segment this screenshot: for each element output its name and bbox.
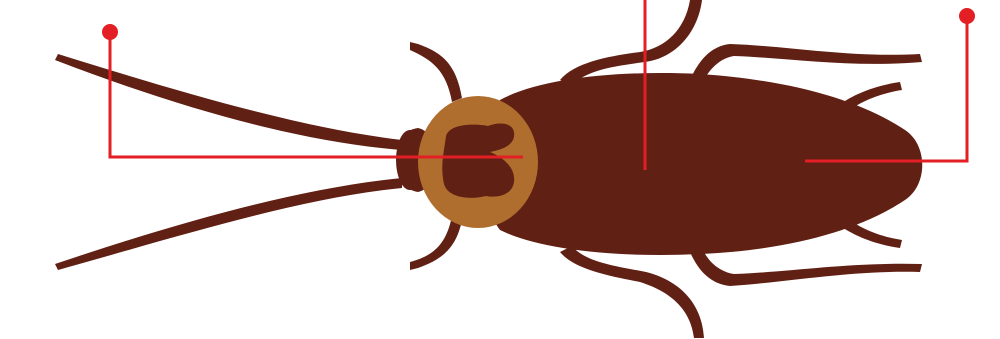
hind-leg-lower — [690, 248, 922, 286]
front-leg-lower — [410, 216, 462, 270]
front-leg-upper — [410, 42, 462, 102]
middle-leg-lower — [560, 246, 704, 338]
pronotum-marking — [442, 124, 514, 198]
left-upper-antenna — [55, 54, 402, 150]
middle-leg-upper — [560, 0, 702, 86]
callout-dot-head — [102, 24, 118, 40]
antennae — [55, 54, 402, 270]
left-lower-antenna — [55, 178, 402, 270]
callout-dot-abdomen — [959, 8, 975, 24]
